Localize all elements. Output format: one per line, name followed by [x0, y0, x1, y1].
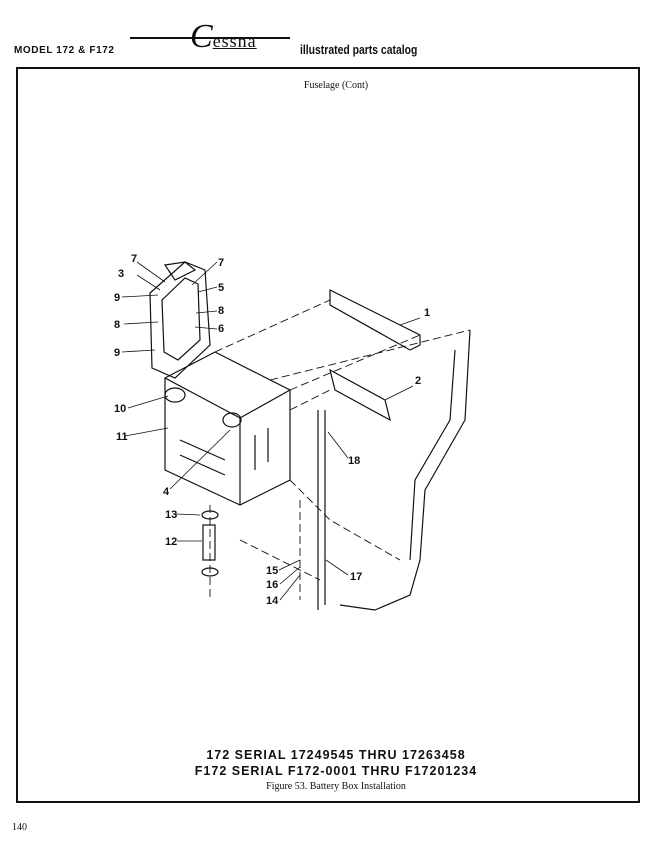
- callout-6: 6: [218, 323, 224, 335]
- callout-11: 11: [116, 431, 128, 443]
- battery-lid: [149, 261, 211, 379]
- cessna-logo: Cessna: [190, 20, 257, 58]
- callout-1: 1: [424, 307, 430, 319]
- logo-initial: C: [190, 18, 213, 55]
- header-rule: [130, 37, 290, 39]
- callout-13: 13: [165, 509, 177, 521]
- callout-14: 14: [266, 595, 279, 607]
- callout-17: 17: [350, 571, 362, 583]
- callout-2: 2: [415, 375, 421, 387]
- fuselage-skin: [339, 329, 471, 611]
- callout-8b: 8: [114, 319, 120, 331]
- callout-16: 16: [266, 579, 278, 591]
- callout-4: 4: [163, 486, 170, 498]
- callout-7a: 7: [131, 253, 137, 265]
- page-number: 140: [12, 822, 27, 833]
- section-title: Fuselage (Cont): [303, 80, 369, 91]
- callout-8a: 8: [218, 305, 224, 317]
- bracket-1: [329, 289, 421, 351]
- callout-7b: 7: [218, 257, 224, 269]
- figure-frame: [16, 67, 640, 803]
- figure-caption: Figure 53. Battery Box Installation: [266, 781, 406, 792]
- catalog-title: illustrated parts catalog: [300, 42, 418, 57]
- callout-10: 10: [114, 403, 126, 415]
- callout-9b: 9: [114, 347, 120, 359]
- callout-15: 15: [266, 565, 278, 577]
- callout-12: 12: [165, 536, 177, 548]
- serial-range-f172: F172 SERIAL F172-0001 THRU F17201234: [194, 764, 478, 778]
- callout-18: 18: [348, 455, 360, 467]
- model-label: MODEL 172 & F172: [14, 45, 115, 56]
- serial-range-172: 172 SERIAL 17249545 THRU 17263458: [206, 748, 466, 762]
- logo-rest: essna: [212, 31, 257, 51]
- callout-5: 5: [218, 282, 224, 294]
- spacer-12: [202, 524, 216, 561]
- callout-3: 3: [118, 268, 124, 280]
- bracket-2: [329, 368, 391, 422]
- callout-9a: 9: [114, 292, 120, 304]
- battery-box: [164, 351, 291, 506]
